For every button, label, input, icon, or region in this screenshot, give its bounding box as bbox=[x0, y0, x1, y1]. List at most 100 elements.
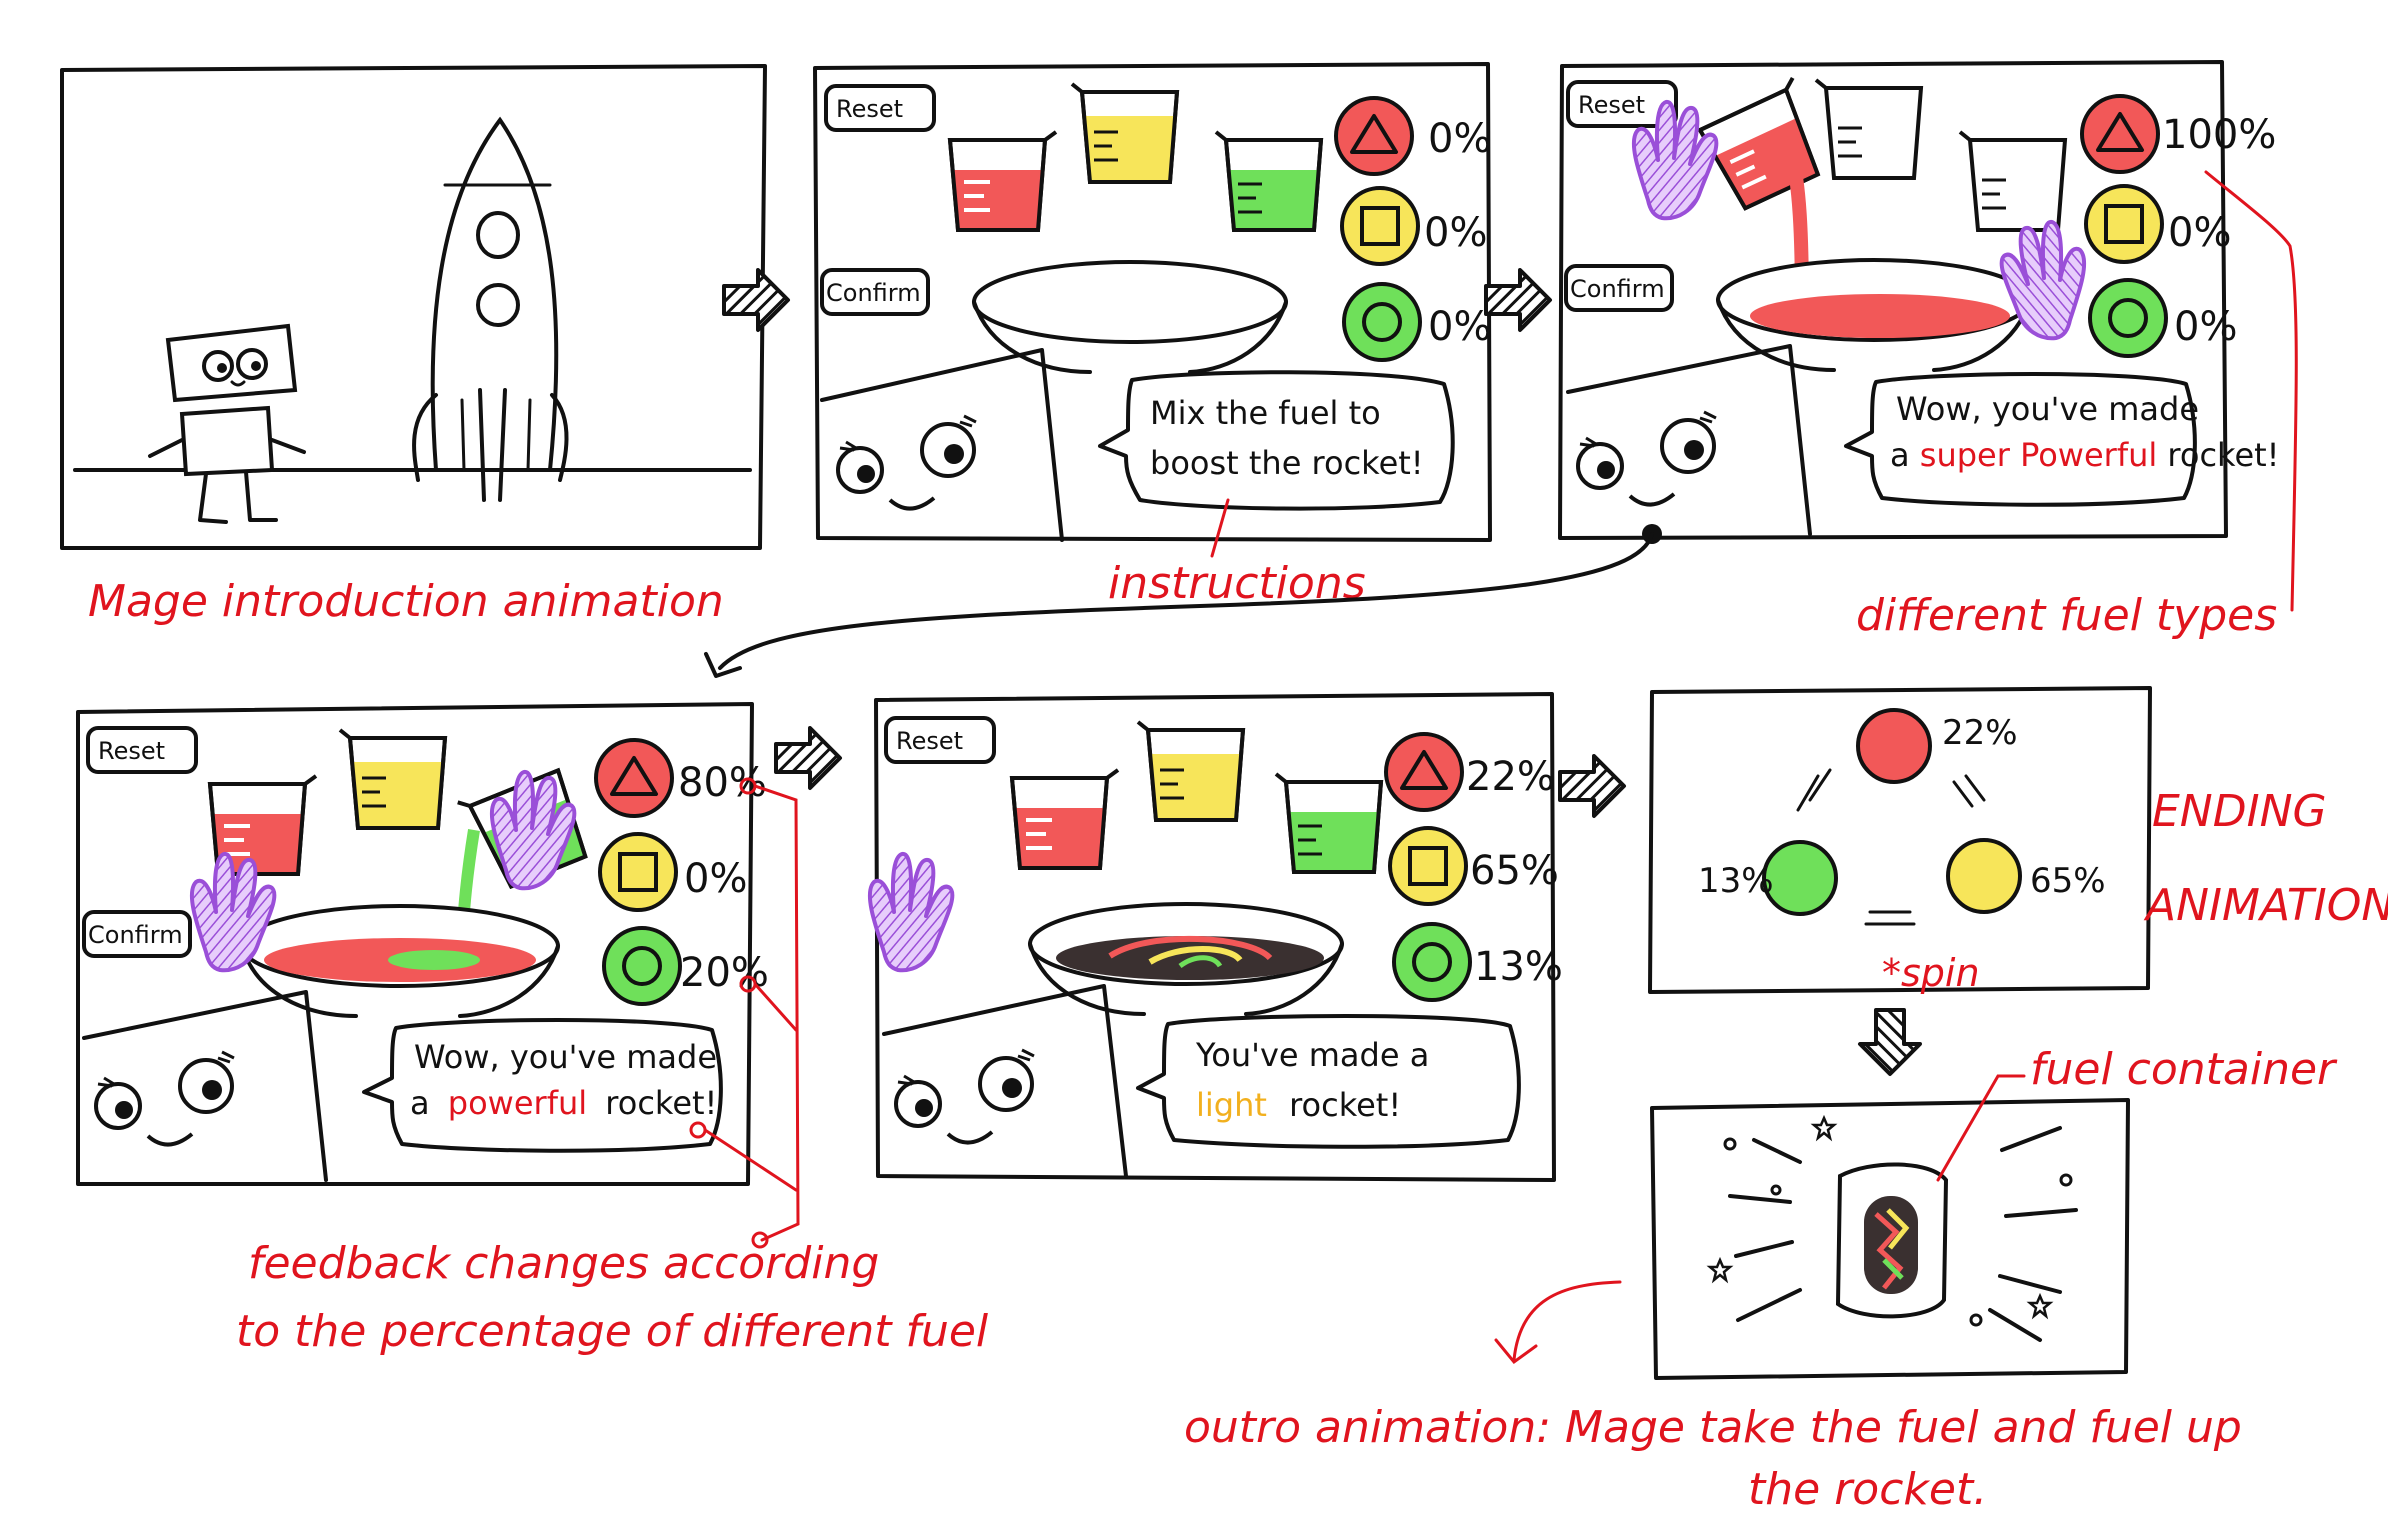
hand-icon bbox=[1631, 99, 1719, 221]
star-icon bbox=[2028, 1294, 2052, 1318]
annotation-fuel-types: different fuel types bbox=[1856, 590, 2277, 641]
square-icon[interactable] bbox=[598, 832, 678, 912]
speech-bubble: Mix the fuel to boost the rocket! bbox=[1098, 370, 1455, 511]
hand-icon bbox=[1999, 219, 2087, 341]
yellow-fuel-ball bbox=[1946, 838, 2022, 914]
flow-arrow-icon bbox=[1858, 1008, 1922, 1076]
reset-button[interactable]: Reset bbox=[86, 726, 198, 774]
yellow-fuel-beaker[interactable] bbox=[1070, 82, 1179, 184]
panel-instructions: Reset Confirm 0% 0% 0% Mix the fuel to b… bbox=[813, 62, 1492, 609]
mixing-bowl bbox=[1028, 902, 1344, 1016]
mage-character bbox=[148, 323, 306, 524]
red-percentage: 100% bbox=[2162, 112, 2276, 158]
mixing-bowl bbox=[972, 260, 1288, 374]
square-icon[interactable] bbox=[1388, 826, 1468, 906]
svg-text:Wow, you've made: Wow, you've made bbox=[414, 1038, 717, 1076]
red-fuel-ball bbox=[1856, 708, 1932, 784]
svg-text:Reset: Reset bbox=[896, 727, 963, 755]
green-percentage: 0% bbox=[1428, 304, 1491, 350]
green-percentage: 0% bbox=[2174, 304, 2237, 350]
yellow-percentage: 0% bbox=[684, 856, 747, 902]
flow-arrow-icon bbox=[774, 726, 842, 790]
fuel-can-icon bbox=[1835, 1162, 1949, 1319]
green-fuel-beaker[interactable] bbox=[1274, 772, 1383, 874]
red-fuel-beaker[interactable] bbox=[948, 130, 1058, 232]
annotation-outro-1: outro animation: Mage take the fuel and … bbox=[1184, 1402, 2242, 1453]
mixing-bowl bbox=[1716, 258, 2032, 372]
panel-ending: 22% 13% 65% *spin ENDING ANIMATION bbox=[1648, 686, 2388, 995]
yellow-percentage: 0% bbox=[2168, 210, 2231, 256]
circle-icon[interactable] bbox=[1342, 282, 1422, 362]
red-percentage: 0% bbox=[1428, 116, 1491, 162]
star-icon bbox=[1708, 1258, 1732, 1282]
yellow-percentage: 65% bbox=[2030, 861, 2106, 901]
red-percentage: 22% bbox=[1942, 713, 2018, 753]
mage-face bbox=[1576, 410, 1718, 507]
svg-text:light rocket!: light rocket! bbox=[1196, 1086, 1401, 1124]
circle-icon[interactable] bbox=[1392, 922, 1472, 1002]
flow-arrow-icon bbox=[1484, 268, 1552, 332]
annotation-ending-1: ENDING bbox=[2152, 786, 2327, 837]
red-fuel-beaker[interactable] bbox=[1010, 768, 1120, 870]
rocket-icon bbox=[412, 116, 569, 502]
reset-button[interactable]: Reset bbox=[1566, 80, 1678, 128]
green-percentage: 20% bbox=[680, 950, 769, 996]
confirm-button[interactable]: Confirm bbox=[82, 910, 192, 958]
green-percentage: 13% bbox=[1474, 944, 1563, 990]
panel-intro: Mage introduction animation bbox=[60, 64, 767, 627]
panel-powerful: Reset Confirm 80% 0% 20% Wow, bbox=[76, 702, 989, 1357]
green-fuel-beaker[interactable] bbox=[1958, 130, 2067, 232]
yellow-percentage: 0% bbox=[1424, 210, 1487, 256]
square-icon[interactable] bbox=[2084, 184, 2164, 264]
svg-text:a super Powerful: a super Powerful rocket! bbox=[1890, 436, 2280, 474]
annotation-fuel-container: fuel container bbox=[2030, 1044, 2338, 1095]
triangle-icon[interactable] bbox=[2080, 94, 2160, 174]
mage-face bbox=[94, 1050, 236, 1147]
yellow-fuel-beaker[interactable] bbox=[1814, 78, 1923, 180]
flow-arrow-icon bbox=[722, 268, 790, 332]
spin-note: *spin bbox=[1882, 951, 1980, 995]
annotation-ending-2: ANIMATION bbox=[2143, 880, 2388, 931]
mage-face bbox=[836, 414, 978, 511]
green-fuel-ball bbox=[1762, 840, 1838, 916]
flow-arrow-icon bbox=[1558, 754, 1626, 818]
svg-text:Reset: Reset bbox=[98, 737, 165, 765]
svg-text:Confirm: Confirm bbox=[88, 921, 183, 949]
panel-outro: fuel container outro animation: Mage tak… bbox=[1184, 1044, 2338, 1515]
annotation-feedback-2: to the percentage of different fuel bbox=[236, 1306, 989, 1357]
speech-bubble: Wow, you've made a powerful rocket! bbox=[362, 1018, 723, 1153]
flow-connector bbox=[704, 524, 1662, 678]
yellow-fuel-beaker[interactable] bbox=[1136, 720, 1245, 822]
annotation-feedback-1: feedback changes according bbox=[248, 1238, 879, 1289]
triangle-icon[interactable] bbox=[1334, 96, 1414, 176]
triangle-icon[interactable] bbox=[594, 738, 674, 818]
svg-text:Wow, you've made: Wow, you've made bbox=[1896, 390, 2199, 428]
mage-face bbox=[894, 1048, 1036, 1145]
circle-icon[interactable] bbox=[2088, 278, 2168, 358]
green-fuel-beaker[interactable] bbox=[1214, 130, 1323, 232]
square-icon[interactable] bbox=[1340, 186, 1420, 266]
svg-text:Reset: Reset bbox=[1578, 91, 1645, 119]
svg-text:boost the rocket!: boost the rocket! bbox=[1150, 444, 1424, 482]
red-percentage: 22% bbox=[1466, 754, 1555, 800]
svg-text:a powerful roc: a powerful rocket! bbox=[410, 1084, 717, 1122]
reset-button[interactable]: Reset bbox=[824, 84, 936, 132]
confirm-button[interactable]: Confirm bbox=[1564, 264, 1674, 312]
yellow-percentage: 65% bbox=[1470, 848, 1559, 894]
confirm-button[interactable]: Confirm bbox=[820, 268, 930, 316]
triangle-icon[interactable] bbox=[1384, 732, 1464, 812]
panel-light: Reset 22% 65% 13% You've made a light bbox=[867, 692, 1563, 1182]
mixing-bowl bbox=[240, 904, 560, 1018]
speech-bubble: Wow, you've made a super Powerful rocket… bbox=[1844, 372, 2280, 507]
svg-text:Confirm: Confirm bbox=[1570, 275, 1665, 303]
svg-text:Mix the fuel to: Mix the fuel to bbox=[1150, 394, 1381, 432]
yellow-fuel-beaker[interactable] bbox=[338, 728, 447, 830]
circle-icon[interactable] bbox=[602, 926, 682, 1006]
svg-text:You've made a: You've made a bbox=[1195, 1036, 1429, 1074]
star-icon bbox=[1812, 1116, 1836, 1140]
hand-icon bbox=[867, 851, 955, 973]
reset-button[interactable]: Reset bbox=[884, 716, 996, 764]
speech-bubble: You've made a light rocket! bbox=[1136, 1014, 1521, 1149]
svg-text:Confirm: Confirm bbox=[826, 279, 921, 307]
